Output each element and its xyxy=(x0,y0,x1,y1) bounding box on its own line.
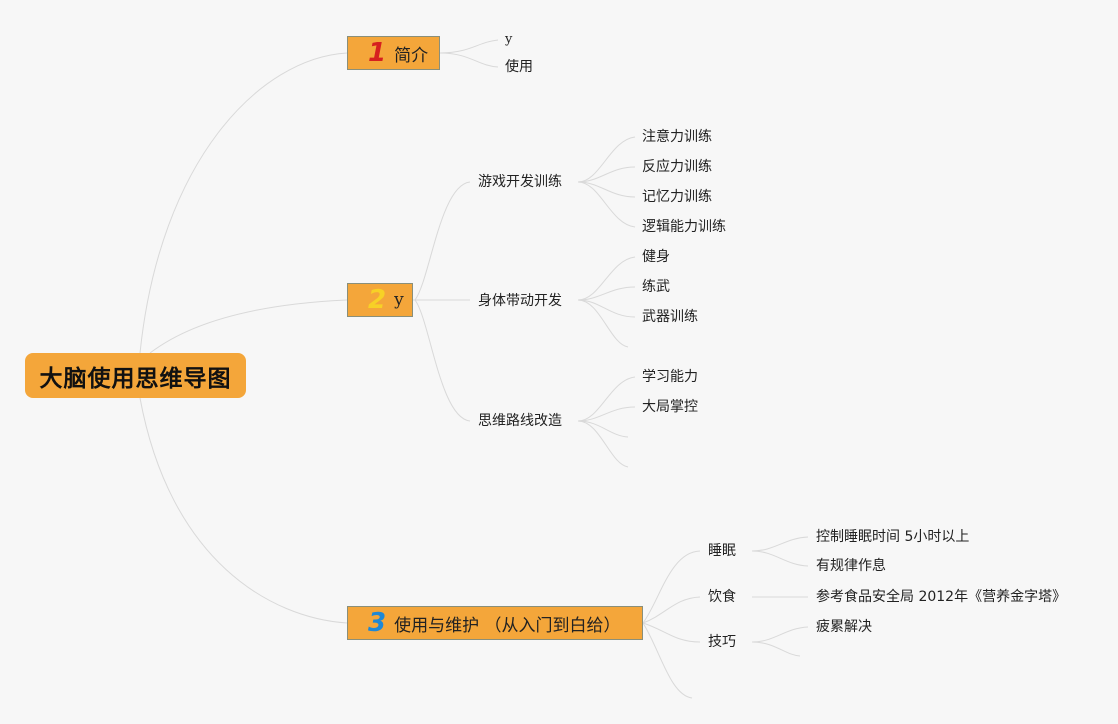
edge-b3-c2 xyxy=(642,596,701,624)
edge-root-b2 xyxy=(149,299,348,354)
subtopic-node[interactable]: 游戏开发训练 xyxy=(478,174,562,190)
branch-number: 3 xyxy=(368,608,387,638)
branch-number: 1 xyxy=(368,38,387,68)
topic-node[interactable]: 学习能力 xyxy=(642,369,698,385)
edge-root-b3 xyxy=(139,397,348,624)
topic-node[interactable]: 疲累解决 xyxy=(816,619,872,635)
branch-label: y xyxy=(394,290,404,310)
topic-node[interactable]: 逻辑能力训练 xyxy=(642,219,726,235)
edge-b1-c2 xyxy=(439,52,499,68)
topic-node[interactable]: 练武 xyxy=(642,279,670,295)
edge-b2-c1 xyxy=(414,181,471,301)
edge-root-b1 xyxy=(139,52,348,354)
topic-node[interactable]: 控制睡眠时间 5小时以上 xyxy=(816,529,970,545)
edge-b3-c1 xyxy=(642,550,701,624)
subtopic-node[interactable]: 身体带动开发 xyxy=(478,293,562,309)
topic-node[interactable]: 有规律作息 xyxy=(816,558,886,574)
branch-1-topic[interactable]: 1 简介 xyxy=(347,36,440,70)
topic-node[interactable]: 记忆力训练 xyxy=(642,189,712,205)
topic-node[interactable]: 反应力训练 xyxy=(642,159,712,175)
branch-label: 使用与维护 （从入门到白给） xyxy=(394,615,621,636)
subtopic-node[interactable]: 思维路线改造 xyxy=(478,413,562,429)
topic-node[interactable]: y xyxy=(505,32,513,47)
edge-b1-c1 xyxy=(439,39,499,54)
edge-b2-c3 xyxy=(414,299,471,422)
branch-3-topic[interactable]: 3 使用与维护 （从入门到白给） xyxy=(347,606,643,640)
topic-node[interactable]: 大局掌控 xyxy=(642,399,698,415)
subtopic-node[interactable]: 饮食 xyxy=(708,589,736,605)
branch-label: 简介 xyxy=(394,45,429,66)
topic-node[interactable]: 健身 xyxy=(642,249,670,265)
branch-number: 2 xyxy=(368,285,387,315)
root-topic[interactable]: 大脑使用思维导图 xyxy=(25,353,246,398)
topic-node[interactable]: 使用 xyxy=(505,59,533,75)
subtopic-node[interactable]: 睡眠 xyxy=(708,543,736,559)
topic-node[interactable]: 武器训练 xyxy=(642,309,698,325)
edge-b3-c3 xyxy=(642,622,701,643)
branch-2-topic[interactable]: 2 y xyxy=(347,283,413,317)
topic-node[interactable]: 参考食品安全局 2012年《营养金字塔》 xyxy=(816,589,1067,605)
topic-node[interactable]: 注意力训练 xyxy=(642,129,712,145)
subtopic-node[interactable]: 技巧 xyxy=(708,634,736,650)
edge-b3-c4 xyxy=(642,622,693,699)
